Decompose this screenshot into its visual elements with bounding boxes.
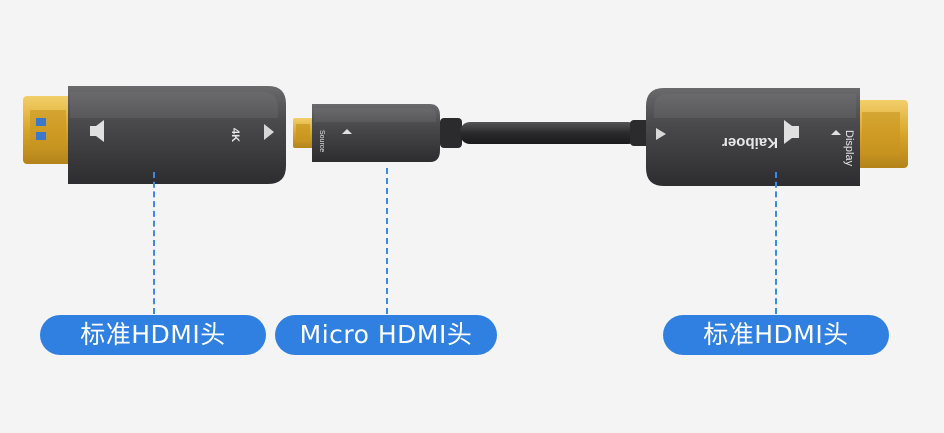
right-brand-kaiboer: Kaiboer xyxy=(722,134,778,151)
right-connector-body xyxy=(646,88,860,186)
middle-connector-label: Micro HDMI头 xyxy=(275,315,497,355)
right-marking-display: Display xyxy=(843,130,855,167)
audio-icon xyxy=(784,120,799,144)
middle-callout-line xyxy=(386,168,388,314)
left-connector-body xyxy=(68,86,286,184)
micro-marking-source: Source xyxy=(318,130,325,152)
left-hdmi-connector: 4K xyxy=(23,86,286,184)
left-marking-4k: 4K xyxy=(229,128,241,142)
micro-hdmi-connector: Source xyxy=(293,104,462,162)
left-connector-label: 标准HDMI头 xyxy=(40,315,266,355)
right-connector-label: 标准HDMI头 xyxy=(663,315,889,355)
fiber-cable xyxy=(460,120,652,146)
left-callout-line xyxy=(153,172,155,314)
audio-icon xyxy=(90,120,104,142)
micro-connector-body xyxy=(312,104,440,162)
right-hdmi-connector: Kaiboer Display xyxy=(646,88,908,186)
right-callout-line xyxy=(775,172,777,314)
